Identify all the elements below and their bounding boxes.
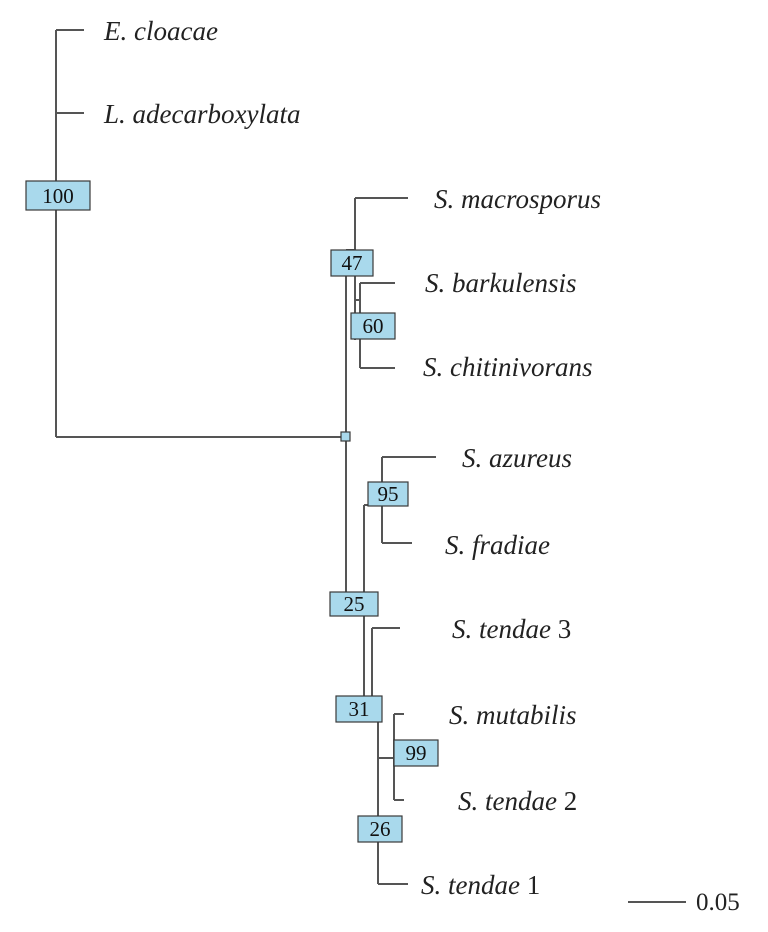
bootstrap-value: 60 [363, 314, 384, 338]
bootstrap-value: 99 [406, 741, 427, 765]
bootstrap-value: 95 [378, 482, 399, 506]
bootstrap-value: 26 [370, 817, 391, 841]
taxon-s-tendae-1: S. tendae 1 [421, 870, 540, 900]
bootstrap-node-60: 60 [350, 312, 396, 340]
taxon-s-azureus: S. azureus [462, 443, 572, 473]
taxon-s-mutabilis: S. mutabilis [449, 700, 577, 730]
taxon-l-adecarboxylata: L. adecarboxylata [103, 99, 300, 129]
bootstrap-value: 100 [42, 184, 74, 208]
outgroup-branches [55, 29, 346, 438]
taxon-s-fradiae: S. fradiae [445, 530, 550, 560]
taxon-s-tendae-2: S. tendae 2 [458, 786, 577, 816]
bootstrap-node-26: 26 [357, 815, 403, 843]
scale-bar-label: 0.05 [696, 889, 740, 916]
bootstrap-value: 31 [349, 697, 370, 721]
taxon-s-tendae-3: S. tendae 3 [452, 614, 571, 644]
bootstrap-node-99: 99 [393, 739, 439, 767]
bootstrap-node-25: 25 [329, 591, 379, 617]
bootstrap-node-95: 95 [367, 481, 409, 507]
root-node-marker [340, 431, 351, 442]
taxon-e-cloacae: E. cloacae [103, 16, 218, 46]
taxon-s-macrosporus: S. macrosporus [434, 184, 601, 214]
taxon-s-barkulensis: S. barkulensis [425, 268, 577, 298]
bootstrap-value: 47 [342, 251, 363, 275]
taxon-s-chitinivorans: S. chitinivorans [423, 352, 593, 382]
bootstrap-node-47: 47 [330, 249, 374, 277]
bootstrap-node-31: 31 [335, 695, 383, 723]
bootstrap-value: 25 [344, 592, 365, 616]
ingroup-branches [345, 197, 436, 885]
bootstrap-node-100: 100 [25, 180, 91, 211]
scale-bar: 0.05 [628, 889, 740, 916]
